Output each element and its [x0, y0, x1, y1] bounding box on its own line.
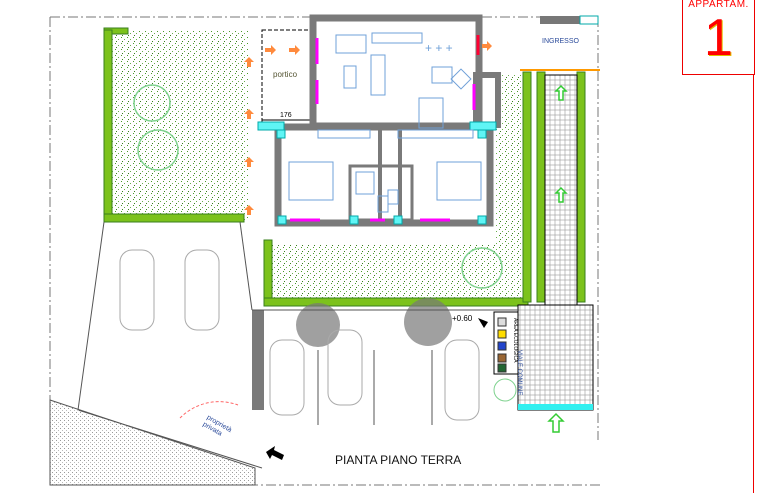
apartment-number: 1 — [704, 9, 733, 67]
arrow-icons — [244, 41, 492, 215]
north-marker-icon — [478, 318, 488, 328]
cars — [119, 249, 480, 421]
apartment-label: APPARTAM. — [688, 0, 749, 10]
furniture: + + + — [288, 32, 482, 213]
elevation-mark: +0.60 — [452, 314, 473, 323]
ramp — [49, 399, 256, 486]
apartment-title-block: APPARTAM. 1 — [682, 0, 755, 75]
entrance-path — [517, 304, 594, 411]
entrance-label: INGRESSO — [542, 38, 579, 45]
entrance-arrow-icon — [266, 446, 284, 460]
green-arrow-icons — [547, 84, 568, 433]
portico-label: portico — [273, 70, 298, 79]
bins — [497, 317, 507, 373]
garden-bottom — [270, 245, 525, 300]
garden-left — [108, 30, 248, 220]
portico — [261, 29, 311, 125]
threshold — [518, 404, 593, 410]
frame-line — [753, 75, 754, 493]
drawing-title: PIANTA PIANO TERRA — [335, 453, 462, 467]
svg-text:+ + +: + + + — [425, 41, 453, 55]
portico-dimension: 176 — [280, 112, 292, 119]
windows — [257, 121, 497, 225]
doors — [290, 38, 476, 222]
parking — [77, 221, 518, 469]
house-walls — [274, 14, 494, 227]
ecological-area-label: AREA ECOLOGICA — [512, 318, 518, 363]
trees — [133, 84, 503, 289]
